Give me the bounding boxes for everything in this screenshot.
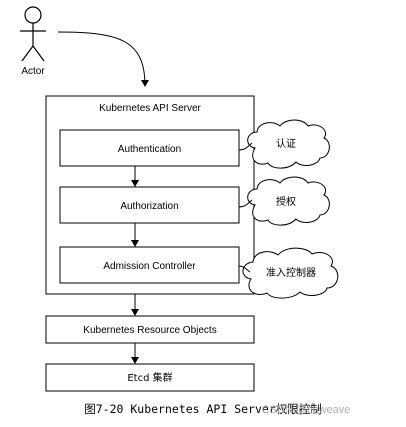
actor-icon [20, 6, 46, 62]
authorization-box [59, 186, 240, 224]
actor-to-server-arrow [57, 31, 149, 87]
authorization-cloud-connector [238, 199, 253, 208]
api-server-title: Kubernetes API Server [99, 103, 201, 114]
admission-controller-cloud-connector [238, 265, 251, 273]
authentication-box [59, 129, 240, 167]
etcd-box [45, 363, 255, 392]
actor-label: Actor [21, 66, 45, 77]
figure-caption: 图7-20 Kubernetes API Server权限控制 [84, 402, 322, 416]
resource-objects-label: Kubernetes Resource Objects [83, 325, 216, 336]
authentication-cloud-connector [238, 142, 253, 151]
authorization-label: Authorization [120, 201, 178, 212]
authentication-note: 认证 [276, 137, 296, 150]
authorization-cloud-icon [247, 176, 330, 226]
etcd-label: Etcd 集群 [127, 371, 172, 384]
admission-controller-note: 准入控制器 [266, 266, 316, 279]
authorization-note: 授权 [276, 195, 296, 208]
authentication-label: Authentication [118, 144, 181, 155]
watermark: CSDN @cnweave [262, 404, 351, 416]
resource-objects-box [45, 315, 255, 344]
authentication-cloud-icon [247, 119, 330, 169]
admission-controller-box [59, 246, 240, 284]
admission-controller-cloud-icon [242, 247, 339, 299]
admission-controller-label: Admission Controller [103, 261, 196, 272]
